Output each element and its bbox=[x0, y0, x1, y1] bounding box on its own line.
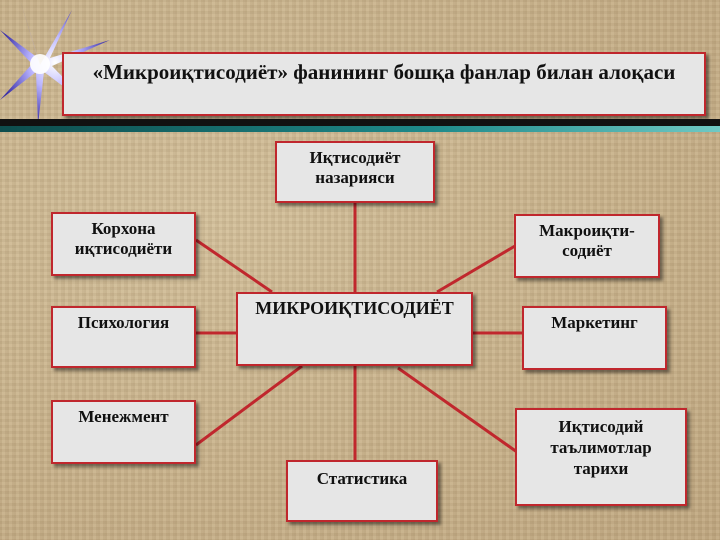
node-marketing: Маркетинг bbox=[522, 306, 667, 370]
slide-title: «Микроиқтисодиёт» фанининг бошқа фанлар … bbox=[62, 52, 706, 116]
center-node: МИКРОИҚТИСОДИЁТ bbox=[236, 292, 473, 366]
connector-korxona-iqtisodiyoti bbox=[195, 238, 273, 294]
node-makroiqtisodiyot: Макроиқти- содиёт bbox=[514, 214, 660, 278]
node-korxona-iqtisodiyoti: Корхона иқтисодиёти bbox=[51, 212, 196, 276]
starburst-icon bbox=[0, 0, 110, 125]
node-iqtisodiy-talimotlar-tarixi: Иқтисодий таълимотлар тарихи bbox=[515, 408, 687, 506]
divider-accent bbox=[0, 126, 720, 132]
connector-iqtisodiy-talimotlar-tarixi bbox=[397, 366, 518, 454]
divider-bar bbox=[0, 119, 720, 126]
node-menejment: Менежмент bbox=[51, 400, 196, 464]
node-psixologiya: Психология bbox=[51, 306, 196, 368]
connector-makroiqtisodiyot bbox=[436, 244, 516, 294]
connector-menejment bbox=[195, 364, 303, 447]
node-iqtisodiyot-nazariyasi: Иқтисодиёт назарияси bbox=[275, 141, 435, 203]
node-statistika: Статистика bbox=[286, 460, 438, 522]
